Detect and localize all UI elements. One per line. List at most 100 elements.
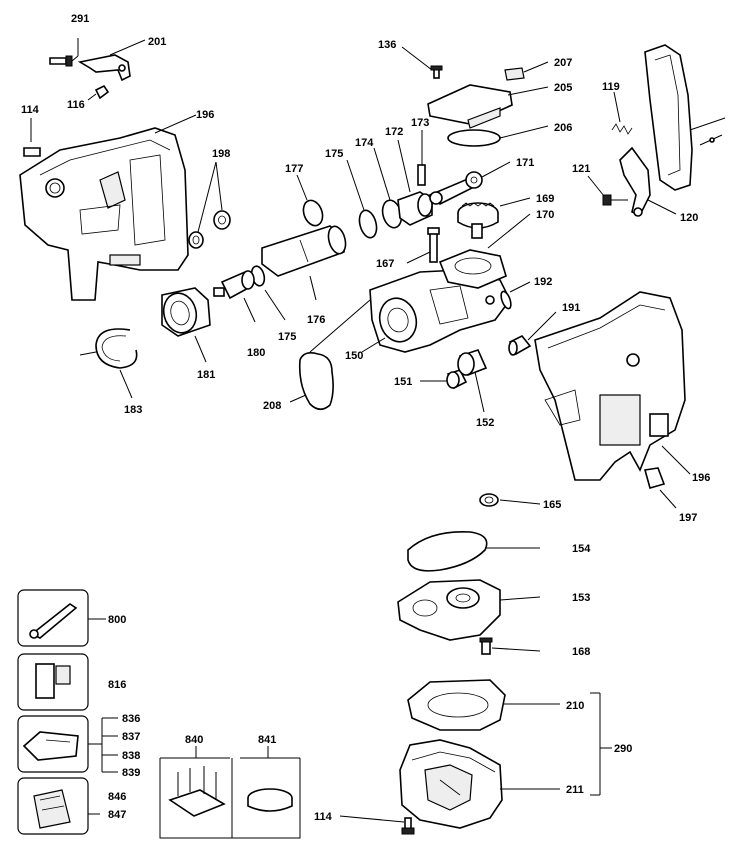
label-816: 816 bbox=[108, 679, 126, 691]
part-114-screw-top bbox=[23, 118, 41, 157]
label-838: 838 bbox=[122, 750, 140, 762]
part-150-gear-housing bbox=[361, 249, 511, 353]
label-847: 847 bbox=[108, 809, 126, 821]
label-836: 836 bbox=[122, 713, 140, 725]
label-840: 840 bbox=[185, 734, 203, 746]
label-136: 136 bbox=[378, 39, 396, 51]
label-116: 116 bbox=[67, 99, 85, 111]
box-816 bbox=[17, 653, 89, 711]
part-180-striker bbox=[213, 270, 256, 323]
label-169: 169 bbox=[536, 193, 554, 205]
label-196-left: 196 bbox=[196, 109, 214, 121]
part-171-connecting-rod bbox=[428, 161, 511, 205]
label-152: 152 bbox=[476, 417, 494, 429]
label-197: 197 bbox=[679, 512, 697, 524]
part-173-pin bbox=[417, 130, 426, 186]
part-175-ring-top bbox=[346, 159, 378, 239]
part-177-oring bbox=[296, 174, 324, 227]
label-121: 121 bbox=[572, 163, 590, 175]
part-168-screw bbox=[479, 637, 541, 655]
part-153-gear-cover bbox=[397, 579, 541, 641]
part-169-gear bbox=[457, 197, 531, 239]
part-175-ring-bottom bbox=[250, 265, 286, 321]
part-208-gasket bbox=[289, 299, 371, 411]
part-196-housing-right bbox=[534, 291, 691, 481]
part-120-lever bbox=[619, 146, 677, 217]
label-168: 168 bbox=[572, 646, 590, 658]
label-114-top: 114 bbox=[21, 104, 40, 116]
label-841: 841 bbox=[258, 734, 276, 746]
part-206-gasket bbox=[447, 125, 549, 147]
label-800: 800 bbox=[108, 614, 126, 626]
label-151: 151 bbox=[394, 376, 412, 388]
label-192: 192 bbox=[534, 276, 552, 288]
label-154: 154 bbox=[572, 543, 591, 555]
part-167-bolt bbox=[406, 227, 440, 264]
part-181-sleeve bbox=[161, 287, 211, 363]
part-197-clip bbox=[643, 467, 677, 509]
label-170: 170 bbox=[536, 209, 554, 221]
part-198-washers bbox=[188, 161, 231, 249]
label-153: 153 bbox=[572, 592, 590, 604]
part-196-housing-left bbox=[19, 114, 197, 301]
part-121-screw bbox=[587, 175, 628, 206]
label-114-bottom: 114 bbox=[314, 811, 333, 823]
label-175-bottom: 175 bbox=[278, 331, 296, 343]
part-211-housing-base bbox=[399, 739, 560, 829]
label-120: 120 bbox=[680, 212, 698, 224]
part-205-cover bbox=[427, 84, 549, 129]
part-170-leader bbox=[487, 213, 531, 249]
label-181: 181 bbox=[197, 369, 215, 381]
label-205: 205 bbox=[554, 82, 572, 94]
label-201: 201 bbox=[148, 36, 166, 48]
label-198: 198 bbox=[212, 148, 230, 160]
label-150: 150 bbox=[345, 350, 363, 362]
label-172: 172 bbox=[385, 126, 403, 138]
part-154-gasket bbox=[407, 531, 540, 572]
label-171: 171 bbox=[516, 157, 534, 169]
part-165-nut bbox=[479, 493, 541, 507]
label-119: 119 bbox=[602, 81, 620, 93]
part-291-screw bbox=[49, 38, 79, 67]
box-836-839 bbox=[17, 715, 118, 773]
label-837: 837 bbox=[122, 731, 140, 743]
label-177: 177 bbox=[285, 163, 303, 175]
part-290-bracket bbox=[590, 692, 612, 796]
label-846: 846 bbox=[108, 791, 126, 803]
part-183-snap-ring bbox=[79, 328, 138, 399]
label-183: 183 bbox=[124, 404, 142, 416]
part-114-screw-bottom bbox=[339, 815, 415, 835]
part-192-oring bbox=[500, 281, 531, 310]
part-207-pad bbox=[504, 61, 549, 81]
part-191-plug bbox=[508, 311, 557, 356]
part-201-bracket bbox=[77, 39, 146, 82]
part-handle-side bbox=[644, 44, 726, 191]
label-180: 180 bbox=[247, 347, 265, 359]
label-173: 173 bbox=[411, 117, 429, 129]
part-116-screw bbox=[87, 84, 110, 101]
label-167: 167 bbox=[376, 258, 394, 270]
part-172-piston bbox=[397, 139, 433, 226]
part-119-spring bbox=[611, 91, 633, 135]
part-136-screw bbox=[401, 46, 443, 79]
part-210-housing-frame bbox=[407, 679, 560, 731]
label-206: 206 bbox=[554, 122, 572, 134]
part-174-ring bbox=[373, 147, 403, 229]
label-291: 291 bbox=[71, 13, 89, 25]
label-176: 176 bbox=[307, 314, 325, 326]
box-840-841 bbox=[159, 746, 301, 839]
label-174: 174 bbox=[355, 137, 374, 149]
label-165: 165 bbox=[543, 499, 561, 511]
label-208: 208 bbox=[263, 400, 281, 412]
label-207: 207 bbox=[554, 57, 572, 69]
label-191: 191 bbox=[562, 302, 580, 314]
box-846-847 bbox=[17, 777, 100, 835]
label-211: 211 bbox=[566, 784, 584, 796]
box-800 bbox=[17, 589, 106, 647]
part-176-cylinder bbox=[261, 225, 347, 301]
label-210: 210 bbox=[566, 700, 584, 712]
part-151-bearing bbox=[420, 369, 468, 390]
label-290: 290 bbox=[614, 743, 632, 755]
